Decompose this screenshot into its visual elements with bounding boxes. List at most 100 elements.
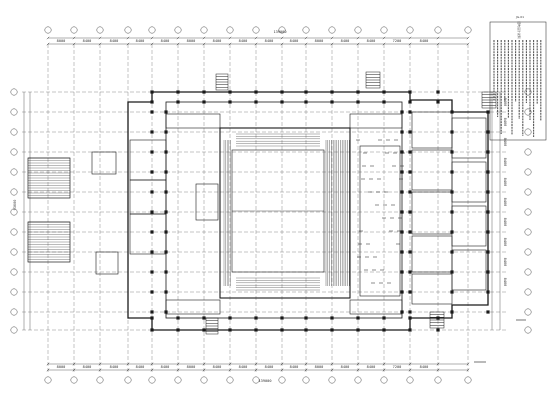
dimension-tick	[408, 368, 412, 372]
column	[400, 230, 404, 234]
axis-bubble-icon	[302, 26, 310, 34]
top-dimension-label: 8400	[213, 39, 222, 43]
dimension-tick	[150, 362, 154, 366]
dimension-tick	[202, 362, 206, 366]
dimension-tick	[408, 362, 412, 366]
west-wing	[27, 151, 119, 275]
axis-bubble-icon	[406, 26, 414, 34]
dimension-tick	[228, 36, 232, 40]
column	[408, 250, 412, 254]
room-partitions	[129, 111, 487, 315]
column	[304, 100, 308, 104]
column	[280, 100, 284, 104]
axis-bubble-icon	[148, 26, 156, 34]
column	[150, 310, 154, 314]
column	[356, 328, 360, 332]
dimension-tick	[436, 42, 440, 46]
dimension-tick	[304, 42, 308, 46]
dimension-tick	[280, 36, 284, 40]
dimension-tick	[330, 36, 334, 40]
dimension-tick	[202, 42, 206, 46]
dimension-tick	[202, 368, 206, 372]
axis-bubble-icon	[354, 26, 362, 34]
axis-bubble-icon	[44, 376, 52, 384]
column	[400, 270, 404, 274]
axis-bubble-icon	[278, 26, 286, 34]
dimension-tick	[72, 368, 76, 372]
column	[408, 270, 412, 274]
axis-bubble-icon	[328, 26, 336, 34]
dimension-tick	[436, 362, 440, 366]
right-dimension-label: 8400	[503, 98, 507, 107]
notes-text-lines	[493, 40, 542, 137]
axis-bubble-icon	[10, 326, 18, 334]
arena-area	[219, 127, 351, 299]
arena-boundary	[219, 127, 351, 299]
top-dimension-label: 8400	[420, 39, 429, 43]
stairs	[205, 71, 497, 335]
column	[164, 190, 168, 194]
axis-bubble-icon	[10, 108, 18, 116]
axis-bubble-icon	[10, 248, 18, 256]
column	[254, 328, 258, 332]
column	[150, 250, 154, 254]
column	[450, 230, 454, 234]
dimension-tick	[150, 42, 154, 46]
dimension-tick	[356, 36, 360, 40]
dimension-tick	[280, 368, 284, 372]
column	[408, 230, 412, 234]
axis-bubble-icon	[70, 376, 78, 384]
dimension-tick	[466, 362, 470, 366]
room-partition	[451, 205, 487, 247]
dimension-tick	[176, 42, 180, 46]
column	[408, 210, 412, 214]
bottom-overall-dimension: 139000	[259, 379, 272, 383]
main-outer-wall	[127, 91, 489, 331]
column	[176, 316, 180, 320]
right-dimension-label: 8400	[503, 158, 507, 167]
structural-columns	[150, 90, 490, 332]
column	[450, 270, 454, 274]
column	[382, 328, 386, 332]
axis-bubble-icon	[10, 188, 18, 196]
column	[450, 150, 454, 154]
bottom-dimension-label: 8400	[213, 365, 222, 369]
dimension-tick	[150, 36, 154, 40]
top-dimension-label: 8400	[341, 39, 350, 43]
column	[150, 230, 154, 234]
dimension-tick	[330, 362, 334, 366]
column	[330, 90, 334, 94]
axis-bubble-icon	[70, 26, 78, 34]
axis-bubble-icon	[354, 376, 362, 384]
column	[176, 90, 180, 94]
axis-bubble-icon	[124, 26, 132, 34]
dimension-tick	[254, 362, 258, 366]
column	[150, 90, 154, 94]
column	[450, 310, 454, 314]
column	[486, 290, 490, 294]
dimension-tick	[382, 36, 386, 40]
axis-bubble-icon	[524, 168, 532, 176]
column	[408, 290, 412, 294]
column	[150, 316, 154, 320]
notes-title: 结构设计说明	[517, 21, 522, 38]
top-dimension-label: 8400	[161, 39, 170, 43]
room-partition	[165, 299, 221, 315]
dimension-tick	[72, 362, 76, 366]
column	[202, 90, 206, 94]
dimension-lines: 8000800084008400840084008400840084008400…	[23, 36, 507, 372]
dimension-tick	[98, 362, 102, 366]
column	[304, 316, 308, 320]
column	[400, 310, 404, 314]
dimension-tick	[330, 368, 334, 372]
sheet-code: JG-01	[515, 15, 524, 19]
column	[486, 170, 490, 174]
column	[486, 210, 490, 214]
bottom-dimension-label: 7200	[393, 365, 402, 369]
column	[164, 150, 168, 154]
dimension-tick	[126, 362, 130, 366]
west-wing-hatch	[28, 157, 70, 260]
bottom-dimension-label: 8400	[161, 365, 170, 369]
column	[254, 316, 258, 320]
dimension-tick	[176, 36, 180, 40]
